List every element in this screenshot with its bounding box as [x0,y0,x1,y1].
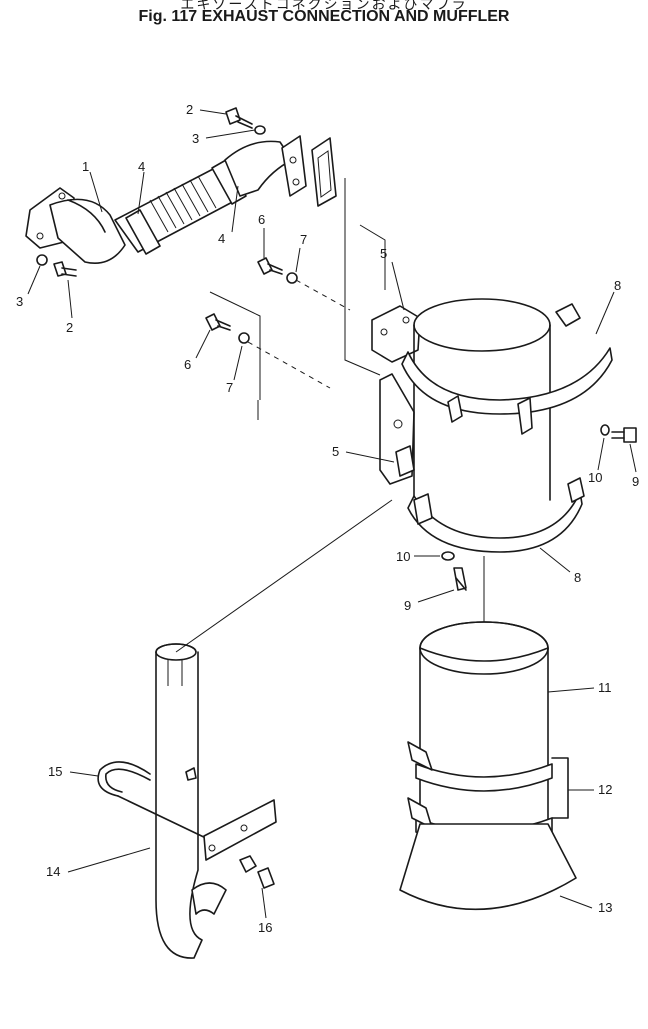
callout-3-top: 3 [192,131,199,146]
washer-7-upper [286,272,298,284]
leader-lines [27,109,637,919]
callout-15: 15 [48,764,62,779]
bolt-top [225,107,253,129]
callout-8-lower: 8 [574,570,581,585]
washer-10-lower [441,551,455,561]
callout-7-upper: 7 [300,232,307,247]
washer-left [36,254,48,266]
callout-16: 16 [258,920,272,935]
washer-10-upper [600,424,610,436]
tail-pipe [155,499,393,959]
heat-shield-plate [399,823,577,911]
band-8-upper [401,303,613,435]
gasket [311,137,337,207]
callout-labels: 2 3 1 4 4 3 2 6 7 5 8 6 7 5 10 9 8 10 9 … [16,102,639,935]
nut-16-a [239,855,257,873]
callout-7-lower: 7 [226,380,233,395]
muffler [419,621,549,839]
callout-9-lower: 9 [404,598,411,613]
callout-8-upper: 8 [614,278,621,293]
callout-6-upper: 6 [258,212,265,227]
nut-16-b [257,867,275,889]
figure-title: Fig. 117 EXHAUST CONNECTION AND MUFFLER [138,8,510,25]
callout-11: 11 [598,680,612,695]
callout-4-upper: 4 [138,159,145,174]
callout-2-left: 2 [66,320,73,335]
figure-title-japanese: エキゾーストコネクションおよびマフラ [180,0,468,13]
muffler-strap-upper [407,741,553,792]
pipe-bracket [203,799,277,861]
callout-2-top: 2 [186,102,193,117]
callout-1: 1 [82,159,89,174]
band-8-lower [395,445,585,553]
callout-14: 14 [46,864,60,879]
strap-bracket [551,757,569,819]
bolt-9-upper [611,427,637,443]
engine-frame-outline [209,178,386,420]
callout-13: 13 [598,900,612,915]
washer-7-lower [238,332,250,344]
callout-4-lower: 4 [218,231,225,246]
callout-6-lower: 6 [184,357,191,372]
callout-12: 12 [598,782,612,797]
washer-top [254,125,266,135]
callout-5-upper: 5 [380,246,387,261]
bolt-6-lower [205,313,231,331]
bolt-left [53,261,77,277]
callout-3-left: 3 [16,294,23,309]
bolt-6-upper [257,257,283,275]
bolt-9-lower [453,567,467,591]
exhaust-elbow-connector [25,135,307,264]
callout-9-upper: 9 [632,474,639,489]
callout-10-upper: 10 [588,470,602,485]
callout-10-lower: 10 [396,549,410,564]
bracket-5-upper [371,305,421,363]
callout-5-lower: 5 [332,444,339,459]
u-bolt [97,761,211,841]
